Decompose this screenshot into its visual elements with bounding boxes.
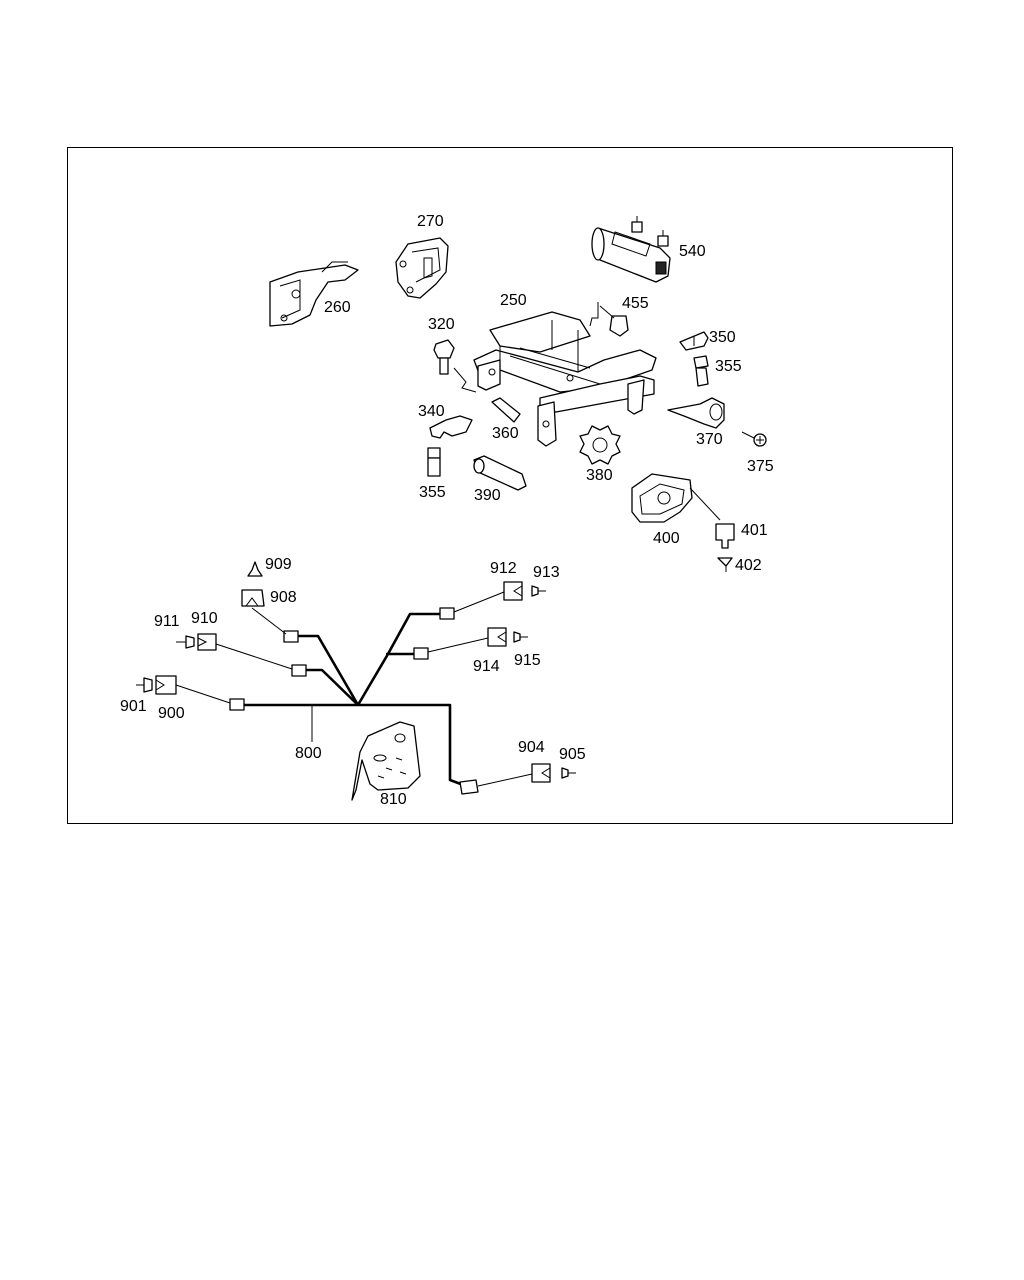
callout-900[interactable]: 900 [158,705,185,722]
callout-375[interactable]: 375 [747,458,774,475]
callout-913[interactable]: 913 [533,564,560,581]
callout-540[interactable]: 540 [679,243,706,260]
callout-914[interactable]: 914 [473,658,500,675]
part-455-screw [599,305,629,337]
callout-912[interactable]: 912 [490,560,517,577]
callout-360[interactable]: 360 [492,425,519,442]
part-800-wiring-harness [229,607,479,795]
callout-320[interactable]: 320 [428,316,455,333]
callout-402[interactable]: 402 [735,557,762,574]
callout-250[interactable]: 250 [500,292,527,309]
diagram-frame [67,147,953,824]
callout-810[interactable]: 810 [380,791,407,808]
part-355-bolt-lower [427,447,441,477]
callout-401[interactable]: 401 [741,522,768,539]
part-360-bracket [491,397,521,423]
callout-390[interactable]: 390 [474,487,501,504]
callout-901[interactable]: 901 [120,698,147,715]
callout-260[interactable]: 260 [324,299,351,316]
part-370-handle [667,397,725,429]
part-320-bolt [433,339,455,375]
callout-908[interactable]: 908 [270,589,297,606]
callout-370[interactable]: 370 [696,431,723,448]
part-915-terminal [513,631,528,643]
part-402-terminal [717,557,733,572]
part-270-bracket [395,237,449,299]
callout-400[interactable]: 400 [653,530,680,547]
part-900-connector [155,675,177,695]
part-914-connector [487,627,507,647]
callout-455[interactable]: 455 [622,295,649,312]
part-400-switch [631,473,721,523]
callout-350[interactable]: 350 [709,329,736,346]
part-401-connector [715,523,735,549]
part-910-connector [197,633,217,651]
part-390-knob [473,455,527,491]
part-912-connector [503,581,523,601]
part-375-screw [741,431,767,447]
callout-270[interactable]: 270 [417,213,444,230]
callout-355-upper[interactable]: 355 [715,358,742,375]
leader-lines [175,302,599,787]
part-350-clip [679,331,709,351]
part-901-terminal [136,677,153,693]
callout-915[interactable]: 915 [514,652,541,669]
part-913-terminal [531,585,546,597]
callout-380[interactable]: 380 [586,467,613,484]
callout-905[interactable]: 905 [559,746,586,763]
callout-911[interactable]: 911 [154,613,180,630]
part-908-connector [241,589,265,607]
callout-904[interactable]: 904 [518,739,545,756]
callout-340[interactable]: 340 [418,403,445,420]
part-909-terminal [247,561,263,577]
part-380-gear [579,425,621,465]
part-260-side-bracket [269,261,359,327]
part-540-motor [591,216,671,283]
callout-910[interactable]: 910 [191,610,218,627]
part-250-seat-frame [473,311,657,447]
callout-800[interactable]: 800 [295,745,322,762]
part-340-clip [429,415,473,439]
part-905-terminal [561,767,576,779]
callout-355-lower[interactable]: 355 [419,484,446,501]
part-355-bolt-upper [693,355,709,387]
part-911-terminal [176,635,195,649]
part-904-connector [531,763,551,783]
callout-909[interactable]: 909 [265,556,292,573]
part-810-mounting-plate [351,721,421,801]
